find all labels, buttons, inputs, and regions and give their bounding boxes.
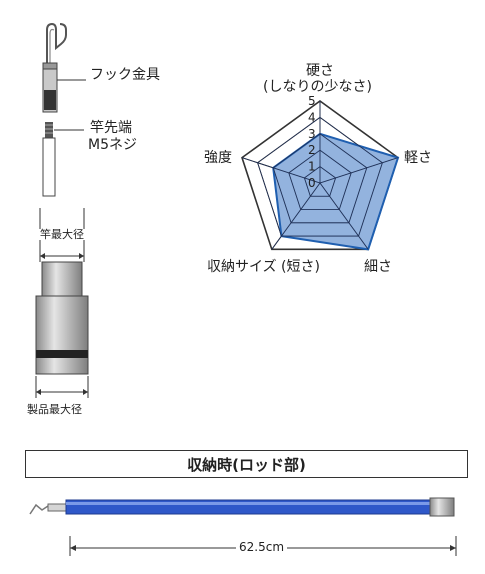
length-label: 62.5cm — [236, 540, 288, 554]
radar-grid-overlay — [303, 166, 337, 197]
radar-chart: 0 1 2 3 4 5 — [241, 94, 400, 251]
radar-scale-label: 1 — [308, 160, 316, 174]
radar-axis-sublabel-hardness: (しなりの少なさ) — [263, 79, 372, 95]
radar-scale-label: 3 — [308, 127, 316, 141]
radar-axis-label-lightness: 軽さ — [404, 150, 432, 166]
radar-axis-label-storage-size: 収納サイズ (短さ) — [207, 259, 320, 275]
radar-data-area — [272, 132, 400, 251]
tip-label-1: 竿先端 — [90, 120, 132, 136]
radar-grid-ring — [241, 100, 399, 251]
radar-grid-overlay — [257, 116, 383, 237]
product-max-diameter-label: 製品最大径 — [27, 403, 82, 416]
radar-spoke-overlay — [241, 157, 321, 184]
hook-wire-inner — [49, 28, 55, 63]
radar-scale-label: 2 — [308, 143, 316, 157]
radar-spoke-overlay — [319, 157, 399, 184]
banner-title: 収納時(ロッド部) — [25, 450, 468, 478]
radar-grid-overlay — [272, 133, 368, 224]
stored-rod — [29, 497, 455, 517]
radar-axis-label-strength: 強度 — [204, 150, 232, 166]
radar-scale-label: 4 — [308, 110, 316, 124]
radar-scale-label: 5 — [308, 94, 316, 108]
rod-max-diameter-label: 竿最大径 — [39, 228, 85, 241]
radar-scale-label: 0 — [308, 176, 316, 190]
rod-tip-shaft — [42, 137, 56, 197]
hook-wire — [46, 22, 67, 63]
radar-spoke-overlay — [271, 182, 321, 250]
tip-label-2: M5ネジ — [88, 137, 137, 153]
hook-label: フック金具 — [90, 67, 160, 83]
radar-axis-label-thinness: 細さ — [364, 259, 392, 275]
radar-axis-label-hardness: 硬さ — [306, 63, 334, 79]
radar-grid-overlay — [288, 149, 352, 210]
rod-tip-thread — [45, 122, 53, 138]
grip — [35, 261, 89, 375]
radar-spoke-overlay — [319, 182, 369, 250]
